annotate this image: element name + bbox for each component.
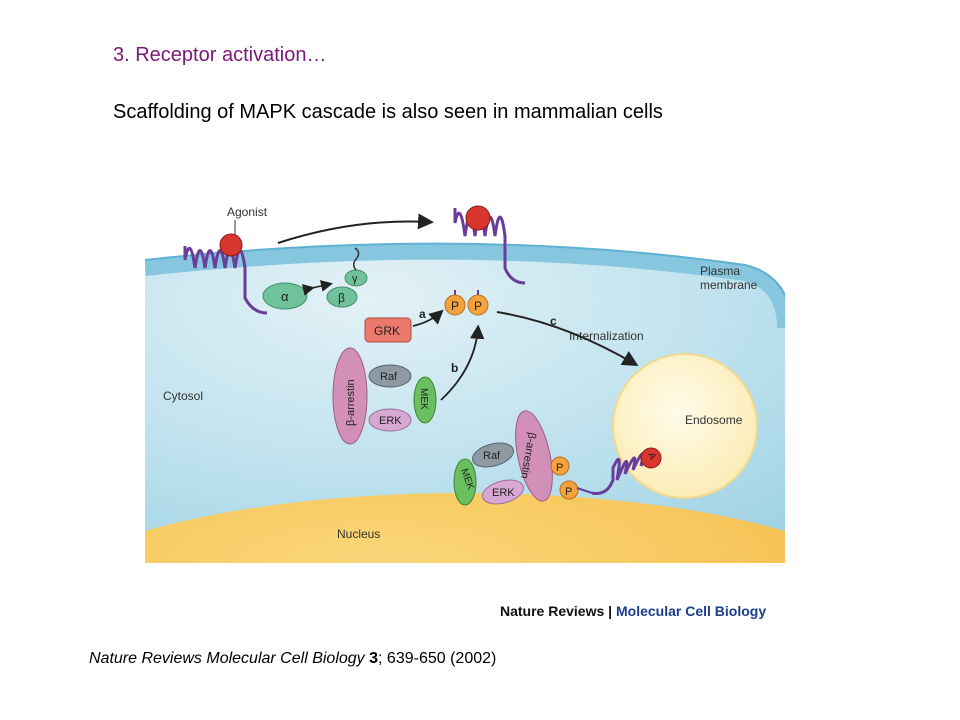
agonist-ball-activated bbox=[465, 205, 491, 231]
beta-arrestin-2 bbox=[515, 410, 553, 502]
plasma-membrane-label-2: membrane bbox=[700, 278, 758, 292]
phospho-4 bbox=[559, 480, 579, 500]
receptor-surface bbox=[183, 246, 268, 315]
beta-arrestin-1 bbox=[332, 347, 368, 445]
grk-kinase bbox=[364, 317, 412, 343]
erk-1 bbox=[368, 408, 412, 432]
g-alpha-label: α bbox=[281, 289, 289, 304]
citation-pages-year: ; 639-650 (2002) bbox=[378, 650, 497, 667]
nucleus-label: Nucleus bbox=[337, 527, 380, 541]
brand-publisher: Nature Reviews bbox=[500, 603, 605, 619]
phospho-1 bbox=[444, 294, 466, 316]
agonist-label: Agonist bbox=[227, 205, 268, 219]
g-protein-dissociation-arrow bbox=[301, 280, 333, 296]
phospho-2 bbox=[467, 294, 489, 316]
phospho-1-label: P bbox=[451, 299, 459, 313]
g-gamma-anchor bbox=[353, 247, 360, 271]
plasma-membrane-band bbox=[145, 243, 785, 329]
step-c-arrow bbox=[496, 311, 639, 367]
citation: Nature Reviews Molecular Cell Biology 3;… bbox=[89, 650, 496, 668]
slide-heading: 3. Receptor activation… bbox=[113, 44, 327, 66]
raf-2 bbox=[472, 442, 514, 468]
phospho-2-label: P bbox=[474, 299, 482, 313]
slide-subheading: Scaffolding of MAPK cascade is also seen… bbox=[113, 101, 663, 123]
nucleus bbox=[145, 493, 785, 563]
erk-2 bbox=[482, 479, 524, 505]
publisher-brand: Nature Reviews | Molecular Cell Biology bbox=[500, 603, 766, 619]
phospho-3-label: P bbox=[556, 462, 563, 474]
step-b-label: b bbox=[451, 361, 458, 375]
phospho-tether bbox=[576, 487, 593, 494]
plasma-membrane-label-1: Plasma bbox=[700, 264, 740, 278]
erk-1-label: ERK bbox=[379, 415, 402, 427]
step-c-label: c bbox=[550, 314, 557, 328]
receptor-activated bbox=[453, 208, 526, 285]
mek-2 bbox=[453, 458, 477, 506]
brand-separator: | bbox=[604, 603, 616, 619]
brand-journal: Molecular Cell Biology bbox=[615, 603, 767, 619]
step-a-arrow bbox=[412, 309, 444, 327]
mapk-scaffolding-diagram: Nucleus Endosome Agonist Plasma membrane… bbox=[145, 188, 785, 563]
g-beta-subunit bbox=[326, 286, 358, 308]
step-a-label: a bbox=[419, 307, 426, 321]
grk-label: GRK bbox=[374, 324, 400, 338]
cell-body bbox=[145, 251, 785, 563]
agonist-binding-arrow bbox=[277, 213, 434, 244]
agonist-ball-surface bbox=[219, 233, 243, 257]
endosome-label: Endosome bbox=[685, 413, 743, 427]
plasma-membrane-edge bbox=[145, 242, 785, 299]
raf-1 bbox=[368, 364, 412, 388]
step-b-arrow bbox=[440, 324, 485, 401]
g-alpha-subunit bbox=[262, 282, 308, 310]
citation-journal: Nature Reviews Molecular Cell Biology bbox=[89, 650, 365, 667]
beta-arrestin-1-label: β-arrestin bbox=[345, 379, 357, 426]
phospho-3 bbox=[550, 456, 570, 476]
raf-2-label: Raf bbox=[483, 450, 501, 462]
agonist-ball-endosome bbox=[640, 447, 662, 469]
agonist-endosome-label: A bbox=[645, 451, 658, 461]
raf-1-label: Raf bbox=[380, 371, 398, 383]
receptor-endosome bbox=[591, 449, 651, 495]
erk-2-label: ERK bbox=[492, 487, 515, 499]
g-beta-label: β bbox=[338, 291, 345, 305]
cytosol-label: Cytosol bbox=[163, 389, 203, 403]
citation-volume: 3 bbox=[369, 650, 379, 667]
mek-1 bbox=[413, 376, 437, 424]
phospho-4-label: P bbox=[565, 486, 572, 498]
mek-1-label: MEK bbox=[418, 388, 429, 410]
g-gamma-label: γ bbox=[352, 273, 358, 285]
